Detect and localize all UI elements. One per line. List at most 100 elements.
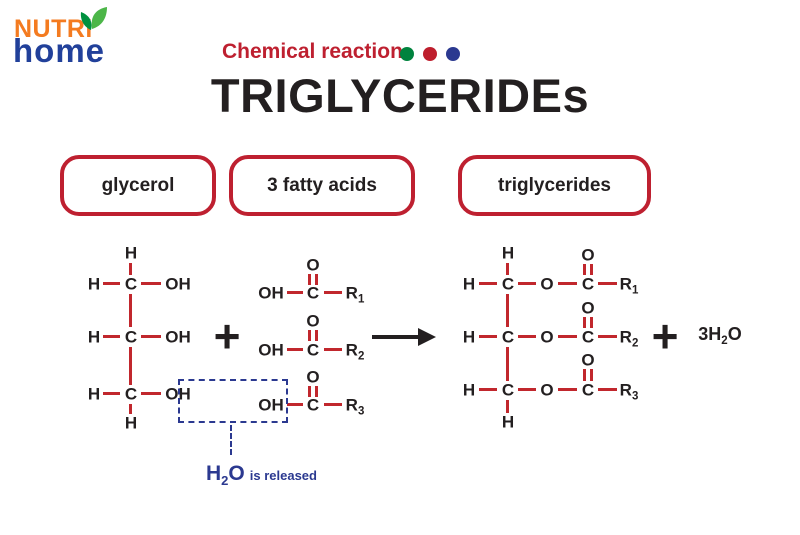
atom-oh: OH <box>258 283 284 303</box>
bond-vertical <box>129 347 132 385</box>
atom-c: C <box>501 327 515 347</box>
h2o-connector-line <box>230 425 232 455</box>
atom-o: O <box>540 380 554 400</box>
bond-horizontal <box>558 282 577 285</box>
bond-horizontal <box>598 282 617 285</box>
bond-vertical <box>506 263 509 275</box>
glycerol-label: glycerol <box>101 174 175 196</box>
atom-h: H <box>124 413 138 433</box>
bond-horizontal <box>141 392 161 395</box>
atom-o: O <box>581 298 595 318</box>
bond-horizontal <box>518 335 536 338</box>
atom-c: C <box>306 283 320 303</box>
atom-h: H <box>124 243 138 263</box>
bond-vertical <box>506 347 509 381</box>
atom-c: C <box>124 384 138 404</box>
double-bond-line <box>315 330 318 341</box>
atom-h: H <box>462 380 476 400</box>
atom-r1: R1 <box>619 274 639 297</box>
fatty-acids-box: 3 fatty acids <box>229 155 415 216</box>
atom-oh: OH <box>165 274 191 294</box>
bond-horizontal <box>598 388 617 391</box>
atom-h: H <box>462 274 476 294</box>
atom-c: C <box>581 274 595 294</box>
atom-c: C <box>124 327 138 347</box>
bond-horizontal <box>103 335 120 338</box>
bond-horizontal <box>103 282 120 285</box>
bond-vertical <box>506 400 509 413</box>
double-bond-line <box>590 264 593 275</box>
byproduct-3h2o: 3H2O <box>698 323 742 347</box>
atom-r1: R1 <box>345 283 365 306</box>
glycerol-box: glycerol <box>60 155 216 216</box>
bond-horizontal <box>518 282 536 285</box>
atom-oh: OH <box>258 340 284 360</box>
atom-o: O <box>581 245 595 265</box>
green-dot-icon <box>400 47 414 61</box>
leaf-icon <box>76 5 110 46</box>
atom-oh: OH <box>258 395 284 415</box>
atom-r3: R3 <box>619 380 639 403</box>
double-bond-line <box>583 317 586 328</box>
bond-vertical <box>129 294 132 327</box>
red-dot-icon <box>423 47 437 61</box>
atom-o: O <box>540 327 554 347</box>
bond-horizontal <box>141 335 161 338</box>
atom-h: H <box>501 412 515 432</box>
double-bond-line <box>308 386 311 397</box>
blue-dot-icon <box>446 47 460 61</box>
atom-c: C <box>501 380 515 400</box>
atom-r3: R3 <box>345 395 365 418</box>
bond-vertical <box>129 404 132 414</box>
h2o-highlight-box <box>178 379 288 423</box>
logo-nutri-text: NUTRi <box>14 15 93 43</box>
atom-r2: R2 <box>619 327 639 350</box>
double-bond-line <box>315 386 318 397</box>
atom-c: C <box>124 274 138 294</box>
logo-home-text: home <box>13 32 106 69</box>
atom-c: C <box>306 340 320 360</box>
bond-horizontal <box>558 335 577 338</box>
atom-c: C <box>501 274 515 294</box>
bond-vertical <box>506 294 509 327</box>
double-bond-line <box>308 330 311 341</box>
bond-horizontal <box>103 392 120 395</box>
bond-horizontal <box>518 388 536 391</box>
atom-o: O <box>306 311 320 331</box>
atom-c: C <box>581 380 595 400</box>
double-bond-line <box>583 264 586 275</box>
atom-c: C <box>306 395 320 415</box>
bond-horizontal <box>479 388 497 391</box>
bond-horizontal <box>287 403 303 406</box>
bond-horizontal <box>287 348 303 351</box>
bond-horizontal <box>141 282 161 285</box>
bond-vertical <box>129 263 132 275</box>
plus-sign: + <box>213 310 241 362</box>
fatty-acids-label: 3 fatty acids <box>267 174 377 196</box>
atom-r2: R2 <box>345 340 365 363</box>
bond-horizontal <box>479 282 497 285</box>
page-title: TRIGLYCERIDEs <box>210 69 590 122</box>
double-bond-line <box>590 369 593 381</box>
kicker: Chemical reaction <box>222 40 403 63</box>
atom-o: O <box>306 255 320 275</box>
atom-c: C <box>581 327 595 347</box>
atom-h: H <box>462 327 476 347</box>
double-bond-line <box>583 369 586 381</box>
double-bond-line <box>315 274 318 285</box>
bond-horizontal <box>287 291 303 294</box>
double-bond-line <box>308 274 311 285</box>
arrow-head-icon <box>418 328 436 346</box>
plus-sign: + <box>651 310 679 362</box>
atom-h: H <box>501 243 515 263</box>
bond-horizontal <box>324 348 342 351</box>
atom-o: O <box>581 350 595 370</box>
bond-horizontal <box>558 388 577 391</box>
atom-h: H <box>87 384 101 404</box>
atom-h: H <box>87 327 101 347</box>
atom-h: H <box>87 274 101 294</box>
atom-o: O <box>306 367 320 387</box>
triglycerides-box: triglycerides <box>458 155 651 216</box>
